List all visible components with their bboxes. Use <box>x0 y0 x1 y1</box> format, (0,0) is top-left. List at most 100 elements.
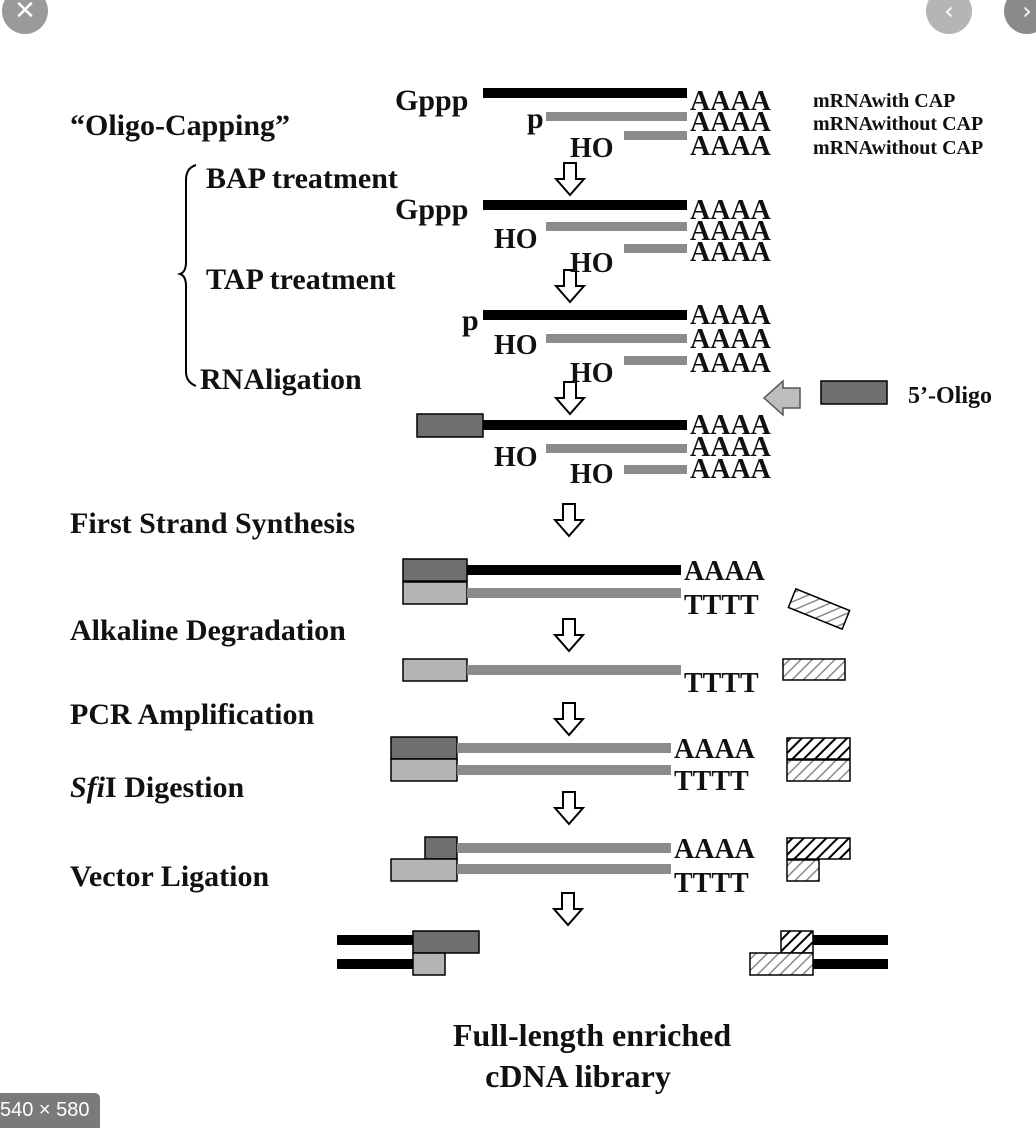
polya-label: AAAA <box>690 324 772 355</box>
vector-strand <box>337 959 417 969</box>
mrna-set-after-tap: p HO HO AAAA AAAA AAAA <box>462 300 772 389</box>
five-oligo-label: 5’-Oligo <box>908 383 992 409</box>
polya-label: AAAA <box>690 86 772 117</box>
alkaline-product: TTTT <box>402 658 846 699</box>
vector-ligation-label: Vector Ligation <box>70 860 269 893</box>
down-arrow-icon <box>553 269 587 304</box>
mrna-strand <box>546 222 687 231</box>
vector-left-end <box>337 930 480 976</box>
insert-bottom-block <box>749 952 814 976</box>
oligo-capping-title: “Oligo-Capping” <box>70 109 290 142</box>
polya-label: AAAA <box>690 237 772 268</box>
mrna-strand <box>624 465 687 474</box>
complement-oligo-block <box>402 581 468 605</box>
mrna-set-after-ligation: HO HO AAAA AAAA AAAA <box>416 410 772 490</box>
sticky-end-bottom-block <box>390 858 458 882</box>
oligo-insert-arrow-icon <box>762 379 801 417</box>
down-arrow-icon <box>553 162 587 197</box>
down-arrow-icon <box>551 892 585 927</box>
dsdna-strand-bottom <box>457 864 671 874</box>
ho-label: HO <box>494 442 538 473</box>
polya-label: AAAA <box>690 348 772 379</box>
polyt-label: TTTT <box>684 590 759 621</box>
adapter-bottom-block <box>786 859 820 882</box>
mrna-strand <box>624 244 687 253</box>
sfi-digestion-label: SfiI Digestion <box>70 771 245 804</box>
dsdna-strand-top <box>457 843 671 853</box>
polya-label: AAAA <box>690 131 772 162</box>
mrna-strand-ligated <box>483 420 687 430</box>
oligo-dt-primer-block <box>782 658 846 681</box>
polya-label: AAAA <box>690 410 772 441</box>
dsdna-strand-top <box>457 743 671 753</box>
dsdna-strand-bottom <box>457 765 671 775</box>
sticky-end-top-block <box>424 836 458 860</box>
polya-label: AAAA <box>690 432 772 463</box>
five-oligo-block <box>416 413 484 438</box>
adapter-bottom-block <box>786 759 851 782</box>
mrna-strand <box>546 444 687 453</box>
polya-label: AAAA <box>690 300 772 331</box>
image-dimensions-badge: 540 × 580 <box>0 1093 100 1128</box>
mrna-with-cap-label: mRNAwith CAP <box>813 90 955 112</box>
five-oligo-block <box>390 736 458 760</box>
mrna-strand <box>467 565 681 575</box>
ho-label: HO <box>570 248 614 279</box>
treatment-bracket <box>176 164 197 387</box>
polya-label: AAAA <box>690 216 772 247</box>
insert-top-block <box>412 930 480 954</box>
alkaline-degradation-label: Alkaline Degradation <box>70 614 346 647</box>
ho-label: HO <box>494 224 538 255</box>
ho-label: HO <box>570 358 614 389</box>
down-arrow-icon <box>552 702 586 737</box>
vector-strand <box>810 959 888 969</box>
library-caption-line2: cDNA library <box>485 1058 671 1094</box>
polya-label: AAAA <box>690 195 772 226</box>
gppp-label: Gppp <box>395 84 468 117</box>
mrna-without-cap-label: mRNAwithout CAP <box>813 137 983 159</box>
close-button[interactable]: ✕ <box>2 0 48 34</box>
ho-label: HO <box>570 133 614 164</box>
ho-label: HO <box>494 330 538 361</box>
complement-oligo-block <box>402 658 468 682</box>
insert-bottom-block <box>412 952 446 976</box>
vector-right-end <box>749 930 888 976</box>
oligo-dt-primer-block <box>787 587 851 631</box>
down-arrow-icon <box>552 503 586 538</box>
tap-treatment-label: TAP treatment <box>206 263 396 296</box>
mrna-strand <box>624 356 687 365</box>
gppp-label: Gppp <box>395 193 468 226</box>
down-arrow-icon <box>552 618 586 653</box>
mrna-set-after-bap: Gppp HO HO AAAA AAAA AAAA <box>395 193 772 279</box>
mrna-strand-capped <box>483 88 687 98</box>
cdna-strand <box>467 588 681 598</box>
adapter-top-block <box>786 837 851 860</box>
mrna-strand-degraded <box>624 131 687 140</box>
chevron-left-icon: ‹ <box>944 0 954 25</box>
pcr-amplification-label: PCR Amplification <box>70 698 314 731</box>
digested-product: AAAA TTTT <box>390 834 851 899</box>
vector-strand <box>810 935 888 945</box>
down-arrow-icon <box>552 791 586 826</box>
pcr-product: AAAA TTTT <box>390 734 851 797</box>
polya-label: AAAA <box>690 107 772 138</box>
mrna-without-cap-label: mRNAwithout CAP <box>813 113 983 135</box>
rna-ligation-label: RNAligation <box>200 363 362 396</box>
complement-oligo-block <box>390 758 458 782</box>
previous-image-button[interactable]: ‹ <box>926 0 972 34</box>
polya-label: AAAA <box>690 454 772 485</box>
bap-treatment-label: BAP treatment <box>206 162 398 195</box>
mrna-strand-capped <box>483 200 687 210</box>
mrna-strand-uncapped <box>546 112 687 121</box>
vector-strand <box>337 935 417 945</box>
polya-label: AAAA <box>674 834 756 865</box>
first-strand-synthesis-label: First Strand Synthesis <box>70 507 355 540</box>
mrna-strand-phosphorylated <box>483 310 687 320</box>
p-label: p <box>527 102 544 135</box>
polyt-label: TTTT <box>674 868 749 899</box>
polyt-label: TTTT <box>674 766 749 797</box>
library-caption-line1: Full-length enriched <box>453 1017 731 1053</box>
polya-label: AAAA <box>674 734 756 765</box>
insert-top-block <box>780 930 814 954</box>
